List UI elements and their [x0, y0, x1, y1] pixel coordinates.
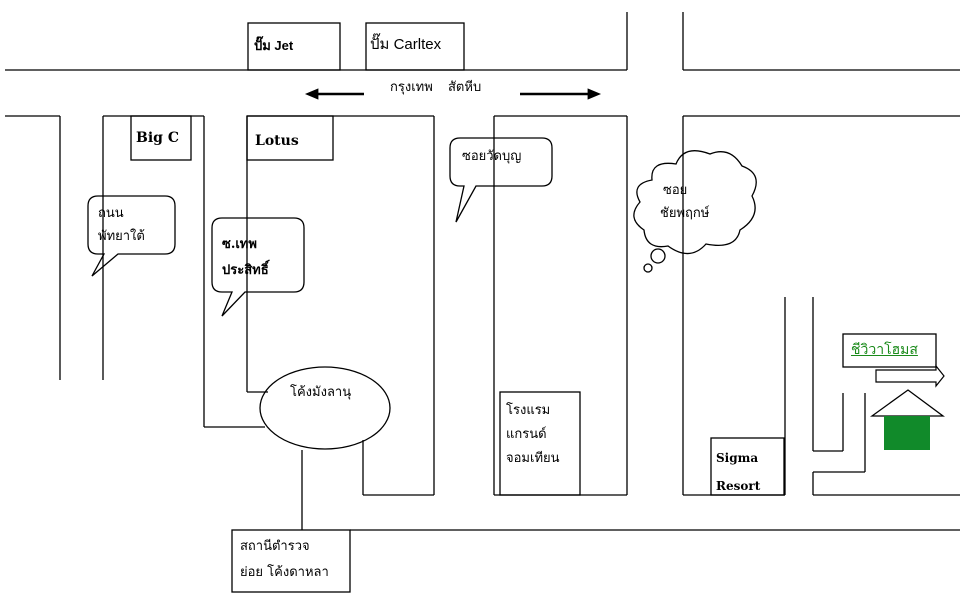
destination-link[interactable]: ชีวิวาโฮมส — [851, 342, 918, 358]
thep-label-2: ประสิทธิ์ — [222, 263, 269, 278]
pattaya-tai-label-2: พัทยาใต้ — [98, 229, 145, 244]
police-label-1: สถานีตำรวจ — [240, 539, 310, 554]
bubble-thep — [211, 217, 305, 317]
bubble-wat-boon — [449, 137, 553, 223]
lotus-label: Lotus — [255, 133, 299, 149]
sigma-box — [710, 437, 785, 496]
bigc-label: Big C — [136, 130, 179, 146]
house-roof — [869, 389, 945, 417]
cloud-chaiyaphruek — [633, 150, 757, 255]
wat-boon-label: ซอยวัดบุญ — [462, 149, 522, 164]
chaiyaphruek-label-1: ซอย — [663, 183, 688, 198]
hotel-label-2: แกรนด์ — [506, 427, 547, 442]
road-label-sattahip: สัตหีบ — [448, 80, 482, 95]
cloud-dot-1 — [650, 248, 666, 264]
curve-ellipse — [259, 366, 391, 450]
hotel-label-1: โรงแรม — [506, 403, 551, 418]
arrow-right-head — [587, 88, 602, 100]
sigma-label-1: Sigma — [716, 451, 759, 465]
police-box — [231, 529, 351, 593]
arrow-left-head — [304, 88, 319, 100]
lotus-box — [246, 115, 334, 161]
thep-label-1: ซ.เทพ — [222, 237, 257, 252]
destination-box — [842, 333, 937, 368]
cloud-dot-2 — [643, 263, 653, 273]
khong-manglanu-label: โค้งมังลานุ — [290, 385, 352, 400]
caltex-box — [365, 22, 465, 71]
house-icon — [884, 416, 930, 450]
caltex-label: ปั๊ม Carltex — [370, 36, 442, 53]
pattaya-tai-label-1: ถนน — [98, 206, 124, 221]
road-label-bangkok: กรุงเทพ — [390, 80, 433, 95]
jet-label: ปั๊ม Jet — [254, 38, 294, 53]
sigma-label-2: Resort — [716, 479, 761, 493]
jet-box — [247, 22, 341, 71]
hotel-box — [499, 391, 581, 496]
destination-arrow — [875, 364, 945, 388]
bigc-box — [130, 115, 192, 161]
chaiyaphruek-label-2: ชัยพฤกษ์ — [660, 206, 710, 221]
bubble-pattaya-tai — [87, 195, 176, 277]
police-label-2: ย่อย โค้งดาหลา — [240, 565, 329, 580]
hotel-label-3: จอมเทียน — [506, 451, 560, 466]
